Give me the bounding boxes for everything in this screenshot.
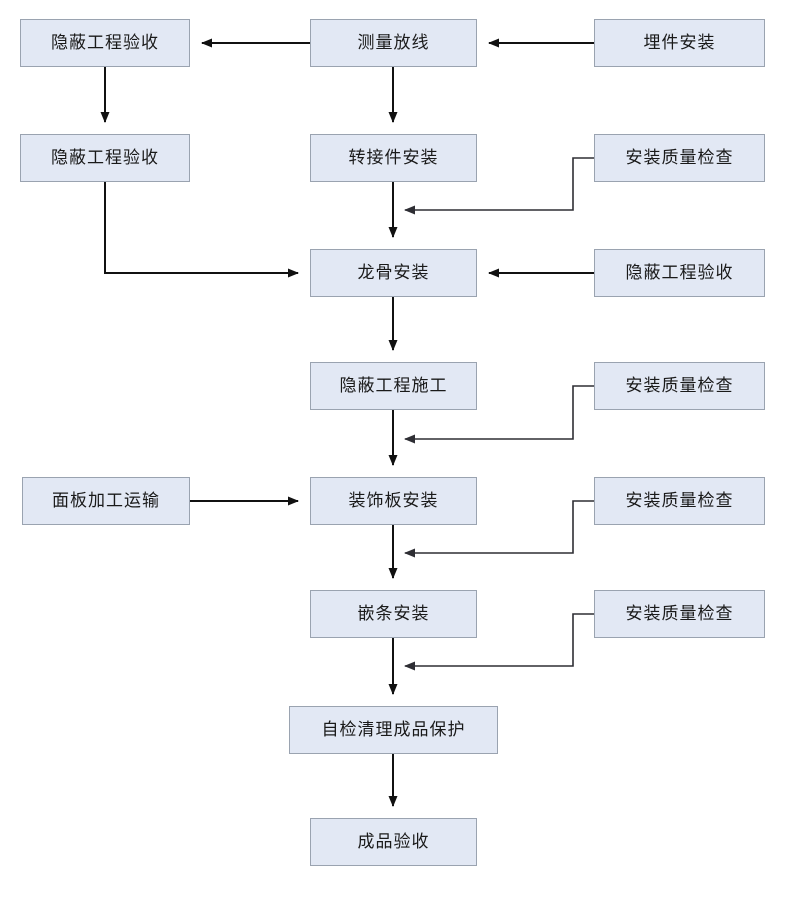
node-chengpin-yanshou[interactable]: 成品验收 bbox=[310, 818, 477, 866]
node-yinbi-gongcheng-yanshou-2[interactable]: 隐蔽工程验收 bbox=[20, 134, 190, 182]
node-label: 装饰板安装 bbox=[348, 490, 439, 511]
node-yinbi-gongcheng-yanshou-3[interactable]: 隐蔽工程验收 bbox=[594, 249, 765, 297]
node-label: 面板加工运输 bbox=[52, 490, 160, 511]
node-label: 安装质量检查 bbox=[625, 603, 734, 624]
node-label: 隐蔽工程施工 bbox=[339, 375, 448, 396]
node-longgu-anzhuang[interactable]: 龙骨安装 bbox=[310, 249, 477, 297]
node-zhuanjiejian-anzhuang[interactable]: 转接件安装 bbox=[310, 134, 477, 182]
node-label: 隐蔽工程验收 bbox=[625, 262, 734, 283]
node-label: 安装质量检查 bbox=[625, 490, 734, 511]
node-qiantiao-anzhuang[interactable]: 嵌条安装 bbox=[310, 590, 477, 638]
edge-yinbi2-to-longgu bbox=[104, 182, 299, 278]
node-yinbi-gongcheng-yanshou-1[interactable]: 隐蔽工程验收 bbox=[20, 19, 190, 67]
node-maijian-anzhuang[interactable]: 埋件安装 bbox=[594, 19, 765, 67]
node-mianban-jiagong-yunshu[interactable]: 面板加工运输 bbox=[22, 477, 190, 525]
node-label: 隐蔽工程验收 bbox=[51, 32, 159, 53]
node-label: 安装质量检查 bbox=[625, 147, 734, 168]
node-label: 自检清理成品保护 bbox=[321, 719, 466, 740]
node-label: 转接件安装 bbox=[348, 147, 439, 168]
node-zijian-qingli-chengpin-baohu[interactable]: 自检清理成品保护 bbox=[289, 706, 498, 754]
node-zhuangshiban-anzhuang[interactable]: 装饰板安装 bbox=[310, 477, 477, 525]
node-label: 埋件安装 bbox=[643, 32, 716, 53]
node-label: 龙骨安装 bbox=[357, 262, 430, 283]
node-anzhuang-zhiliang-jiancha-3[interactable]: 安装质量检查 bbox=[594, 477, 765, 525]
node-anzhuang-zhiliang-jiancha-4[interactable]: 安装质量检查 bbox=[594, 590, 765, 638]
node-label: 成品验收 bbox=[357, 831, 430, 852]
node-yinbi-gongcheng-shigong[interactable]: 隐蔽工程施工 bbox=[310, 362, 477, 410]
node-anzhuang-zhiliang-jiancha-2[interactable]: 安装质量检查 bbox=[594, 362, 765, 410]
node-label: 嵌条安装 bbox=[357, 603, 430, 624]
node-label: 安装质量检查 bbox=[625, 375, 734, 396]
node-celiang-fangxian[interactable]: 测量放线 bbox=[310, 19, 477, 67]
node-anzhuang-zhiliang-jiancha-1[interactable]: 安装质量检查 bbox=[594, 134, 765, 182]
node-label: 隐蔽工程验收 bbox=[51, 147, 159, 168]
node-label: 测量放线 bbox=[357, 32, 430, 53]
